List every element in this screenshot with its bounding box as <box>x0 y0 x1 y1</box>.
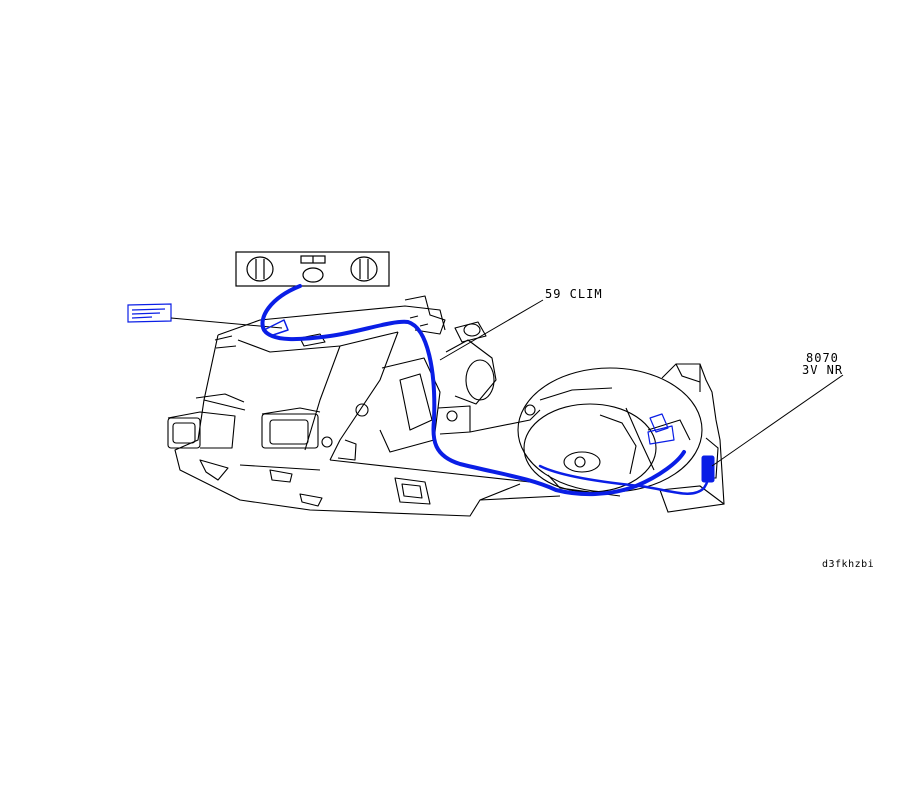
connector-code-label: 8070 <box>806 351 839 365</box>
control-panel <box>235 251 390 287</box>
connector-desc-label: 3V NR <box>802 363 844 377</box>
clim-label: 59 CLIM <box>545 287 603 301</box>
connector-leader-line <box>711 374 844 467</box>
drawing-reference: d3fkhzbi <box>822 559 875 570</box>
wiring-harness <box>260 284 715 497</box>
harness-clip-part <box>127 303 172 323</box>
blower-motor <box>517 363 725 513</box>
clim-leader-line <box>439 299 544 361</box>
heater-unit-housing <box>167 295 561 517</box>
